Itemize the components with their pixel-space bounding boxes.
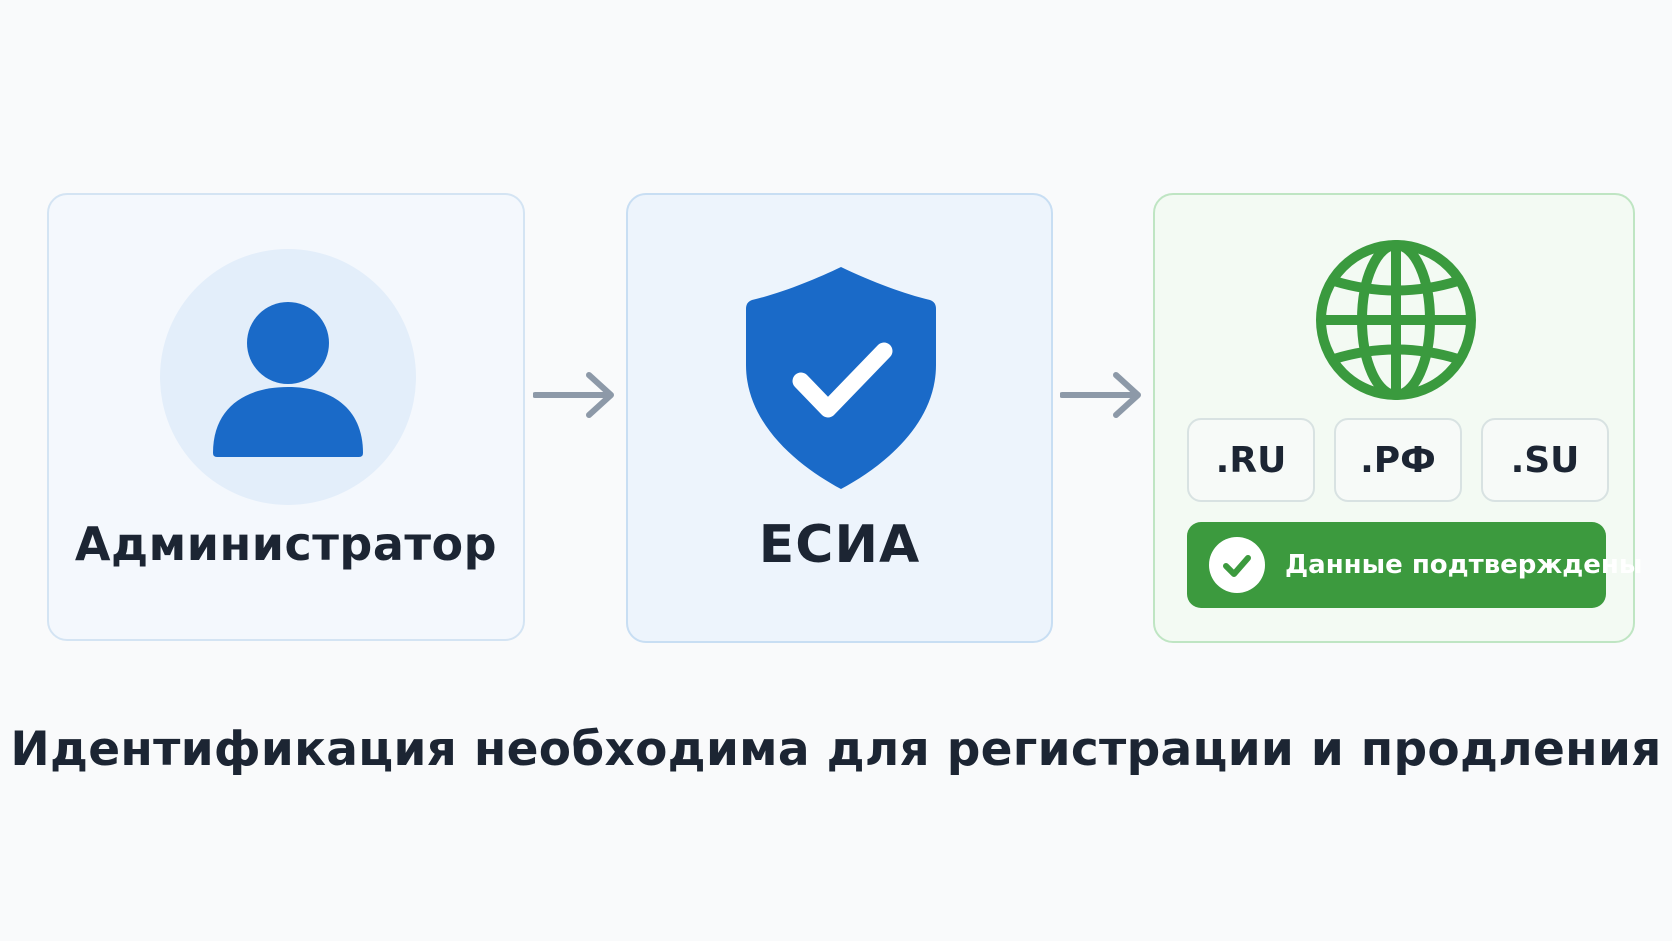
arrow-right-icon (1060, 372, 1141, 418)
tld-ru: .RU (1187, 418, 1315, 502)
verified-status-text: Данные подтверждены (1285, 550, 1643, 580)
user-icon (213, 302, 363, 457)
globe-icon (1316, 240, 1476, 400)
administrator-card: Администратор (47, 193, 525, 641)
domains-card: .RU .РФ .SU Данные подтверждены (1153, 193, 1642, 643)
tld-list: .RU .РФ .SU (1187, 418, 1609, 502)
check-circle-icon (1209, 537, 1265, 593)
esia-card: ЕСИА (626, 193, 1053, 643)
administrator-label: Администратор (74, 517, 498, 571)
verified-status-badge: Данные подтверждены (1187, 522, 1642, 608)
arrow-right-icon (533, 372, 614, 418)
caption: Идентификация необходима для регистрации… (10, 722, 1662, 777)
tld-su: .SU (1481, 418, 1609, 502)
tld-rf: .РФ (1334, 418, 1462, 502)
shield-check-icon (746, 267, 936, 489)
avatar (160, 249, 416, 505)
esia-label: ЕСИА (758, 515, 921, 575)
